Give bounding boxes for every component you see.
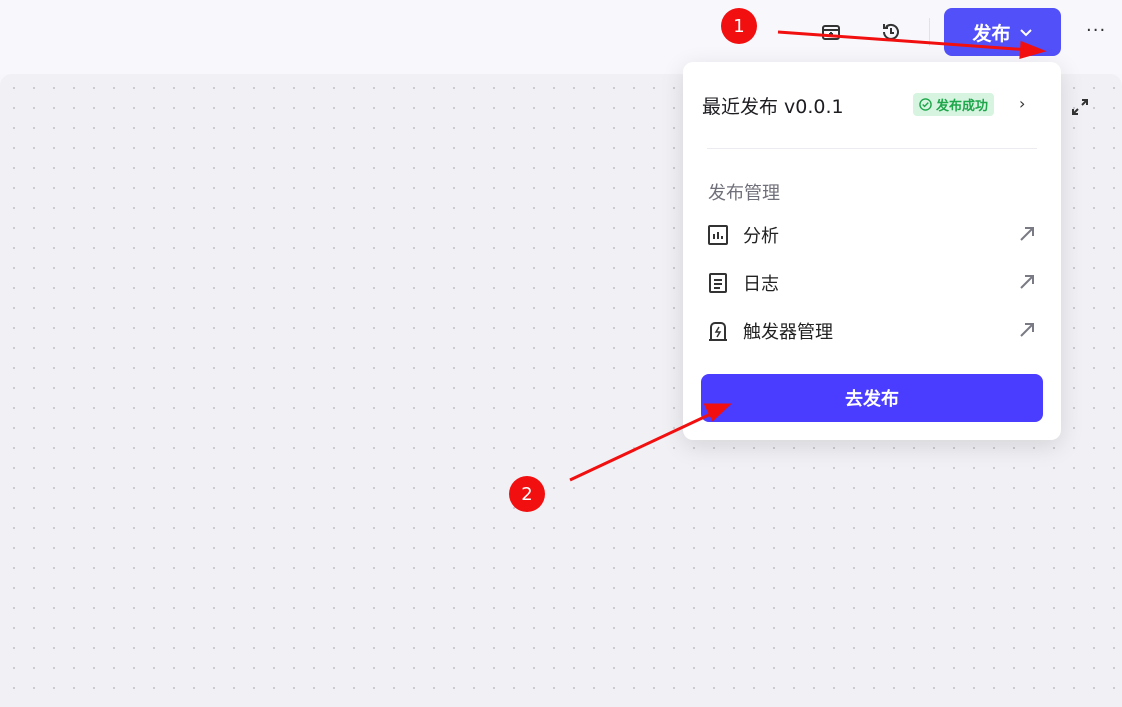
publish-button[interactable]: 发布: [944, 8, 1061, 56]
publish-dropdown: 最近发布 v0.0.1 发布成功 › 发布管理 分析 日志 触发器管理 去发布: [683, 62, 1061, 440]
external-link-icon: [1020, 227, 1034, 241]
external-link-icon: [1020, 323, 1034, 337]
publish-label: 发布: [972, 22, 1011, 45]
package-icon[interactable]: [817, 18, 845, 46]
annotation-step-2: 2: [509, 476, 545, 512]
menu-item-label: 日志: [743, 274, 779, 295]
chevron-down-icon: [1019, 29, 1032, 37]
check-circle-icon: [919, 98, 932, 111]
chevron-right-icon[interactable]: ›: [1019, 94, 1026, 113]
menu-item-label: 分析: [743, 226, 779, 247]
trigger-icon: [709, 322, 727, 341]
status-text: 发布成功: [936, 99, 989, 114]
expand-icon[interactable]: [1069, 96, 1091, 118]
menu-item-analytics[interactable]: 分析: [707, 219, 1037, 251]
annotation-step-1: 1: [721, 8, 757, 44]
status-badge: 发布成功: [913, 93, 995, 116]
external-link-icon: [1020, 275, 1034, 289]
recent-publish[interactable]: 最近发布 v0.0.1: [702, 96, 844, 118]
divider: [929, 18, 930, 46]
go-publish-button[interactable]: 去发布: [701, 374, 1043, 422]
divider: [707, 148, 1037, 149]
history-icon[interactable]: [877, 18, 905, 46]
menu-item-logs[interactable]: 日志: [707, 267, 1037, 299]
menu-item-label: 触发器管理: [743, 322, 833, 343]
chart-icon: [708, 225, 728, 245]
section-title: 发布管理: [708, 183, 780, 204]
menu-item-triggers[interactable]: 触发器管理: [707, 315, 1037, 347]
document-icon: [709, 273, 727, 293]
more-icon[interactable]: ···: [1086, 20, 1107, 41]
